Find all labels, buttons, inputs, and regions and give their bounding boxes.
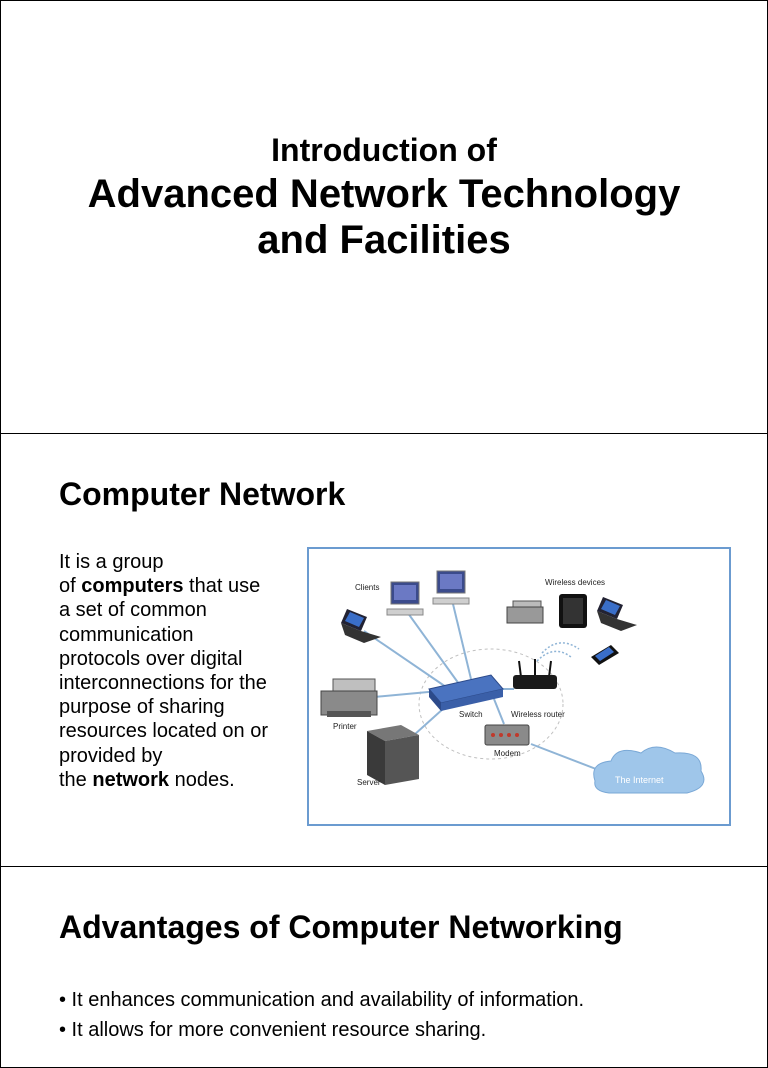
label-wireless-devices: Wireless devices: [545, 578, 605, 587]
laptop-icon: [597, 597, 637, 631]
wireless-router-icon: [513, 659, 557, 689]
definition-line: purpose of sharing: [59, 695, 299, 719]
definition-line: resources located on or: [59, 719, 299, 743]
advantage-bullet: • It enhances communication and availabi…: [59, 989, 585, 1011]
tablet-icon: [559, 594, 587, 628]
definition-text-segment: purpose of sharing: [59, 696, 225, 719]
client-computer-icon: [386, 581, 424, 616]
slide-heading: Computer Network: [59, 476, 346, 512]
definition-line: communication: [59, 623, 299, 647]
printer-icon: [320, 678, 378, 717]
definition-text-segment: provided by: [59, 744, 163, 767]
slide-heading: Advantages of Computer Networking: [59, 909, 623, 945]
advantages-list: • It enhances communication and availabi…: [59, 985, 584, 1045]
label-server: Server: [357, 778, 381, 787]
definition-line: provided by: [59, 744, 299, 768]
label-internet: The Internet: [615, 775, 664, 785]
title-slide: Introduction of Advanced Network Technol…: [0, 0, 768, 434]
label-wireless-router: Wireless router: [511, 710, 565, 719]
definition-text-segment: nodes.: [169, 768, 235, 791]
definition-text-segment: the: [59, 768, 93, 791]
smartphone-icon: [591, 645, 619, 665]
title-pre: Introduction of: [271, 132, 497, 168]
title-line-2: and Facilities: [257, 218, 511, 262]
definition-line: the network nodes.: [59, 768, 299, 792]
definition-bold-term: computers: [81, 575, 184, 598]
definition-line: protocols over digital: [59, 647, 299, 671]
client-computer-icon: [432, 570, 470, 605]
label-switch: Switch: [459, 710, 483, 719]
definition-text-segment: a set of common: [59, 599, 207, 622]
definition-text-segment: of: [59, 575, 82, 598]
label-modem: Modem: [494, 749, 521, 758]
title-main: Advanced Network Technology and Faciliti…: [1, 171, 767, 263]
definition-line: a set of common: [59, 598, 299, 622]
advantage-bullet: • It allows for more convenient resource…: [59, 1019, 487, 1041]
advantages-slide: Advantages of Computer Networking • It e…: [0, 866, 768, 1068]
switch-icon: [428, 674, 504, 711]
network-diagram-svg: Clients Wireless devices Printer Server …: [320, 570, 705, 794]
definition-line: of computers that use: [59, 574, 299, 598]
definition-text-segment: interconnections for the: [59, 672, 267, 695]
internet-cloud-icon: [593, 746, 705, 794]
definition-text-segment: It is a group: [59, 551, 164, 573]
definition-text-segment: protocols over digital: [59, 647, 243, 670]
definition-text-segment: communication: [59, 623, 194, 646]
definition-text-segment: resources located on or: [59, 720, 269, 743]
network-diagram: Clients Wireless devices Printer Server …: [307, 547, 731, 826]
wireless-printer-icon: [506, 600, 544, 624]
lan-boundary: [418, 648, 564, 760]
label-clients: Clients: [355, 583, 379, 592]
definition-line: interconnections for the: [59, 671, 299, 695]
definition-line: It is a group: [59, 550, 299, 574]
laptop-icon: [341, 609, 381, 643]
server-icon: [367, 725, 419, 785]
modem-icon: [484, 724, 530, 746]
definition-text-segment: that use: [183, 575, 261, 598]
definition-bold-term: network: [92, 768, 170, 791]
wifi-signal-icon: [536, 642, 580, 662]
title-line-1: Advanced Network Technology: [87, 172, 681, 216]
label-printer: Printer: [333, 722, 357, 731]
